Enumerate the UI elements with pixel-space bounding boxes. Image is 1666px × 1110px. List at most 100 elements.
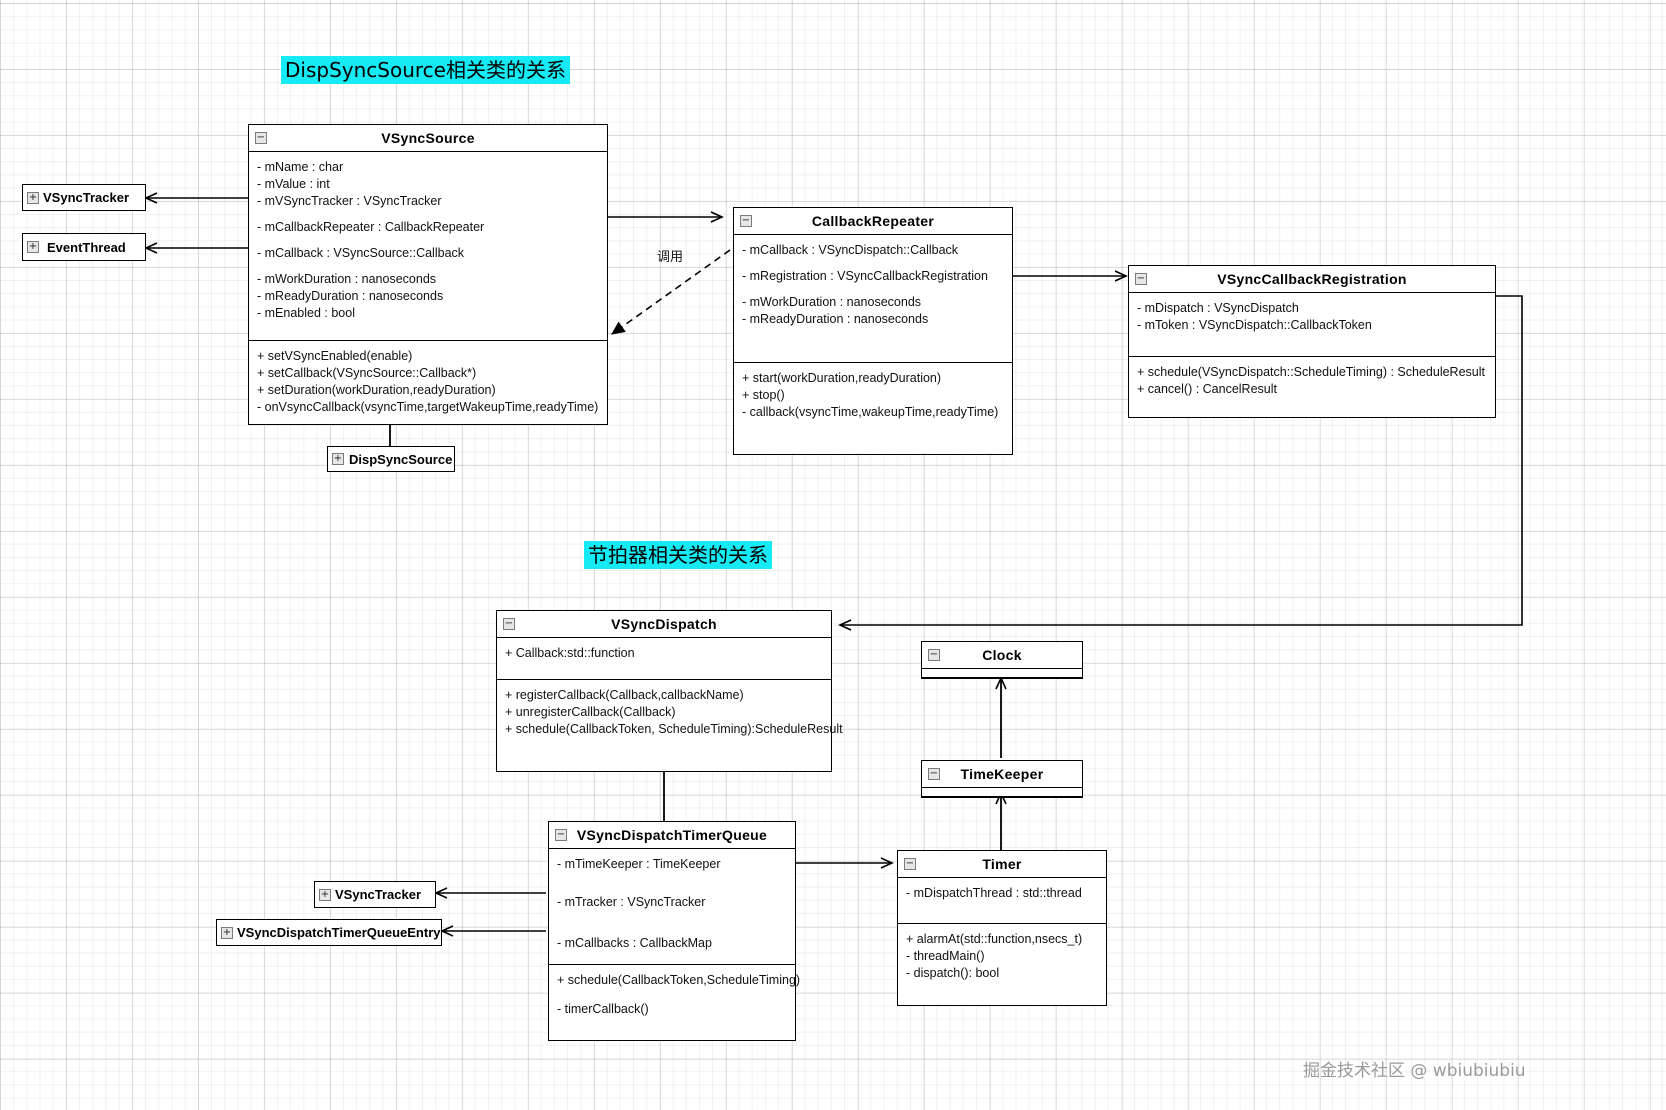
attribute-row: - mName : char [257,160,344,174]
collapse-icon[interactable]: − [928,649,940,661]
attribute-row: + Callback:std::function [505,646,635,660]
empty-compartment-bars [922,787,1082,797]
attributes-compartment: - mName : char - mValue : int - mVSyncTr… [249,152,607,341]
class-name-label: Timer [982,856,1022,872]
method-row: + stop() [742,388,785,402]
class-header-vsyncdispatch: − VSyncDispatch [497,611,831,638]
class-name-label: EventThread [47,239,126,255]
attributes-compartment: + Callback:std::function [497,638,831,680]
empty-compartment-bars [922,668,1082,678]
class-header-callbackrepeater: − CallbackRepeater [734,208,1012,235]
class-box-eventthread[interactable]: + EventThread [22,233,146,261]
expand-icon[interactable]: + [27,241,39,253]
attribute-row: - mDispatch : VSyncDispatch [1137,301,1299,315]
attributes-compartment: - mTimeKeeper : TimeKeeper - mTracker : … [549,849,795,965]
attribute-row: - mRegistration : VSyncCallbackRegistrat… [742,269,988,283]
expand-icon[interactable]: + [319,888,331,901]
attribute-row: - mVSyncTracker : VSyncTracker [257,194,442,208]
method-row: - threadMain() [906,949,985,963]
class-name-label: Clock [982,647,1022,663]
class-box-dispsyncsource[interactable]: + DispSyncSource [327,446,455,472]
attributes-compartment: - mDispatchThread : std::thread [898,878,1106,924]
class-box-timekeeper[interactable]: − TimeKeeper [921,760,1083,798]
attribute-row: - mTimeKeeper : TimeKeeper [557,857,721,871]
class-name-label: CallbackRepeater [811,213,935,229]
attribute-row: - mDispatchThread : std::thread [906,886,1082,900]
attribute-row: - mTracker : VSyncTracker [557,895,706,909]
methods-compartment: + start(workDuration,readyDuration) + st… [734,363,1012,454]
method-row: + schedule(VSyncDispatch::ScheduleTiming… [1137,365,1485,379]
class-header-vsyncsource: − VSyncSource [249,125,607,152]
attribute-row: - mCallbackRepeater : CallbackRepeater [257,220,485,234]
attribute-row: - mWorkDuration : nanoseconds [257,272,437,286]
class-name-label: DispSyncSource [349,451,453,467]
class-box-vsyncdispatchtimerqueueentry[interactable]: + VSyncDispatchTimerQueueEntry [216,919,442,946]
class-name-label: VSyncTracker [335,887,422,902]
attribute-row: - mCallback : VSyncDispatch::Callback [742,243,959,257]
method-row: + schedule(CallbackToken,ScheduleTiming) [557,973,801,987]
collapse-icon[interactable]: − [555,829,567,841]
banner-dispsyncsource-relations: DispSyncSource相关类的关系 [281,56,570,84]
class-name-label: VSyncCallbackRegistration [1217,271,1407,287]
expand-icon[interactable]: + [332,453,344,465]
method-row: + setCallback(VSyncSource::Callback*) [257,366,477,380]
banner-metronome-relations: 节拍器相关类的关系 [584,541,772,569]
method-row: + setDuration(workDuration,readyDuration… [257,383,496,397]
method-row: - dispatch(): bool [906,966,1000,980]
class-header-timekeeper: − TimeKeeper [922,761,1082,787]
collapse-icon[interactable]: − [255,132,267,144]
method-row: - timerCallback() [557,1002,649,1016]
class-box-vsynccallbackregistration[interactable]: − VSyncCallbackRegistration - mDispatch … [1128,265,1496,418]
class-name-label: VSyncDispatchTimerQueue [576,827,768,843]
class-box-vsynctracker-top[interactable]: + VSyncTracker [22,184,146,211]
methods-compartment: + schedule(VSyncDispatch::ScheduleTiming… [1129,357,1495,417]
watermark-text: 掘金技术社区 @ wbiubiubiu [1303,1061,1526,1081]
note-call-label: 调用 [657,250,684,265]
class-name-label: VSyncSource [381,130,475,146]
class-box-vsyncdispatch[interactable]: − VSyncDispatch + Callback:std::function… [496,610,843,772]
class-box-vsynctracker-bottom[interactable]: + VSyncTracker [314,881,436,908]
method-row: + registerCallback(Callback,callbackName… [505,688,744,702]
expand-icon[interactable]: + [221,926,233,939]
attribute-row: - mCallbacks : CallbackMap [557,936,712,950]
class-header-clock: − Clock [922,642,1082,668]
class-header-vsyncdispatchtimerqueue: − VSyncDispatchTimerQueue [549,822,795,849]
attributes-compartment: - mCallback : VSyncDispatch::Callback - … [734,235,1012,363]
method-row: - onVsyncCallback(vsyncTime,targetWakeup… [257,400,599,414]
method-row: + start(workDuration,readyDuration) [742,371,942,385]
class-box-timer[interactable]: − Timer - mDispatchThread : std::thread … [897,850,1107,1006]
class-name-label: VSyncDispatchTimerQueueEntry [237,925,441,940]
method-row: + cancel() : CancelResult [1137,382,1277,396]
class-name-label: VSyncTracker [43,190,130,205]
attribute-row: - mReadyDuration : nanoseconds [742,312,929,326]
attribute-row: - mToken : VSyncDispatch::CallbackToken [1137,318,1372,332]
class-box-callbackrepeater[interactable]: − CallbackRepeater - mCallback : VSyncDi… [733,207,1013,455]
attribute-row: - mValue : int [257,177,330,191]
class-header-timer: − Timer [898,851,1106,878]
class-box-vsyncsource[interactable]: − VSyncSource - mName : char - mValue : … [248,124,608,425]
attributes-compartment: - mDispatch : VSyncDispatch - mToken : V… [1129,293,1495,357]
methods-compartment: + alarmAt(std::function,nsecs_t) - threa… [898,924,1106,1005]
attribute-row: - mCallback : VSyncSource::Callback [257,246,465,260]
attribute-row: - mReadyDuration : nanoseconds [257,289,444,303]
method-row: + setVSyncEnabled(enable) [257,349,413,363]
class-name-label: TimeKeeper [960,766,1044,782]
methods-compartment: + setVSyncEnabled(enable) + setCallback(… [249,341,607,424]
class-header-vsynccallbackregistration: − VSyncCallbackRegistration [1129,266,1495,293]
collapse-icon[interactable]: − [928,768,940,780]
class-box-clock[interactable]: − Clock [921,641,1083,679]
collapse-icon[interactable]: − [503,618,515,630]
method-row: + unregisterCallback(Callback) [505,705,676,719]
class-name-label: VSyncDispatch [611,616,717,632]
method-row: - callback(vsyncTime,wakeupTime,readyTim… [742,405,999,419]
method-row: + alarmAt(std::function,nsecs_t) [906,932,1083,946]
collapse-icon[interactable]: − [904,858,916,870]
methods-compartment: + registerCallback(Callback,callbackName… [497,680,843,771]
methods-compartment: + schedule(CallbackToken,ScheduleTiming)… [549,965,801,1040]
expand-icon[interactable]: + [27,191,39,204]
class-box-vsyncdispatchtimerqueue[interactable]: − VSyncDispatchTimerQueue - mTimeKeeper … [548,821,801,1041]
attribute-row: - mWorkDuration : nanoseconds [742,295,922,309]
collapse-icon[interactable]: − [740,215,752,227]
collapse-icon[interactable]: − [1135,273,1147,285]
